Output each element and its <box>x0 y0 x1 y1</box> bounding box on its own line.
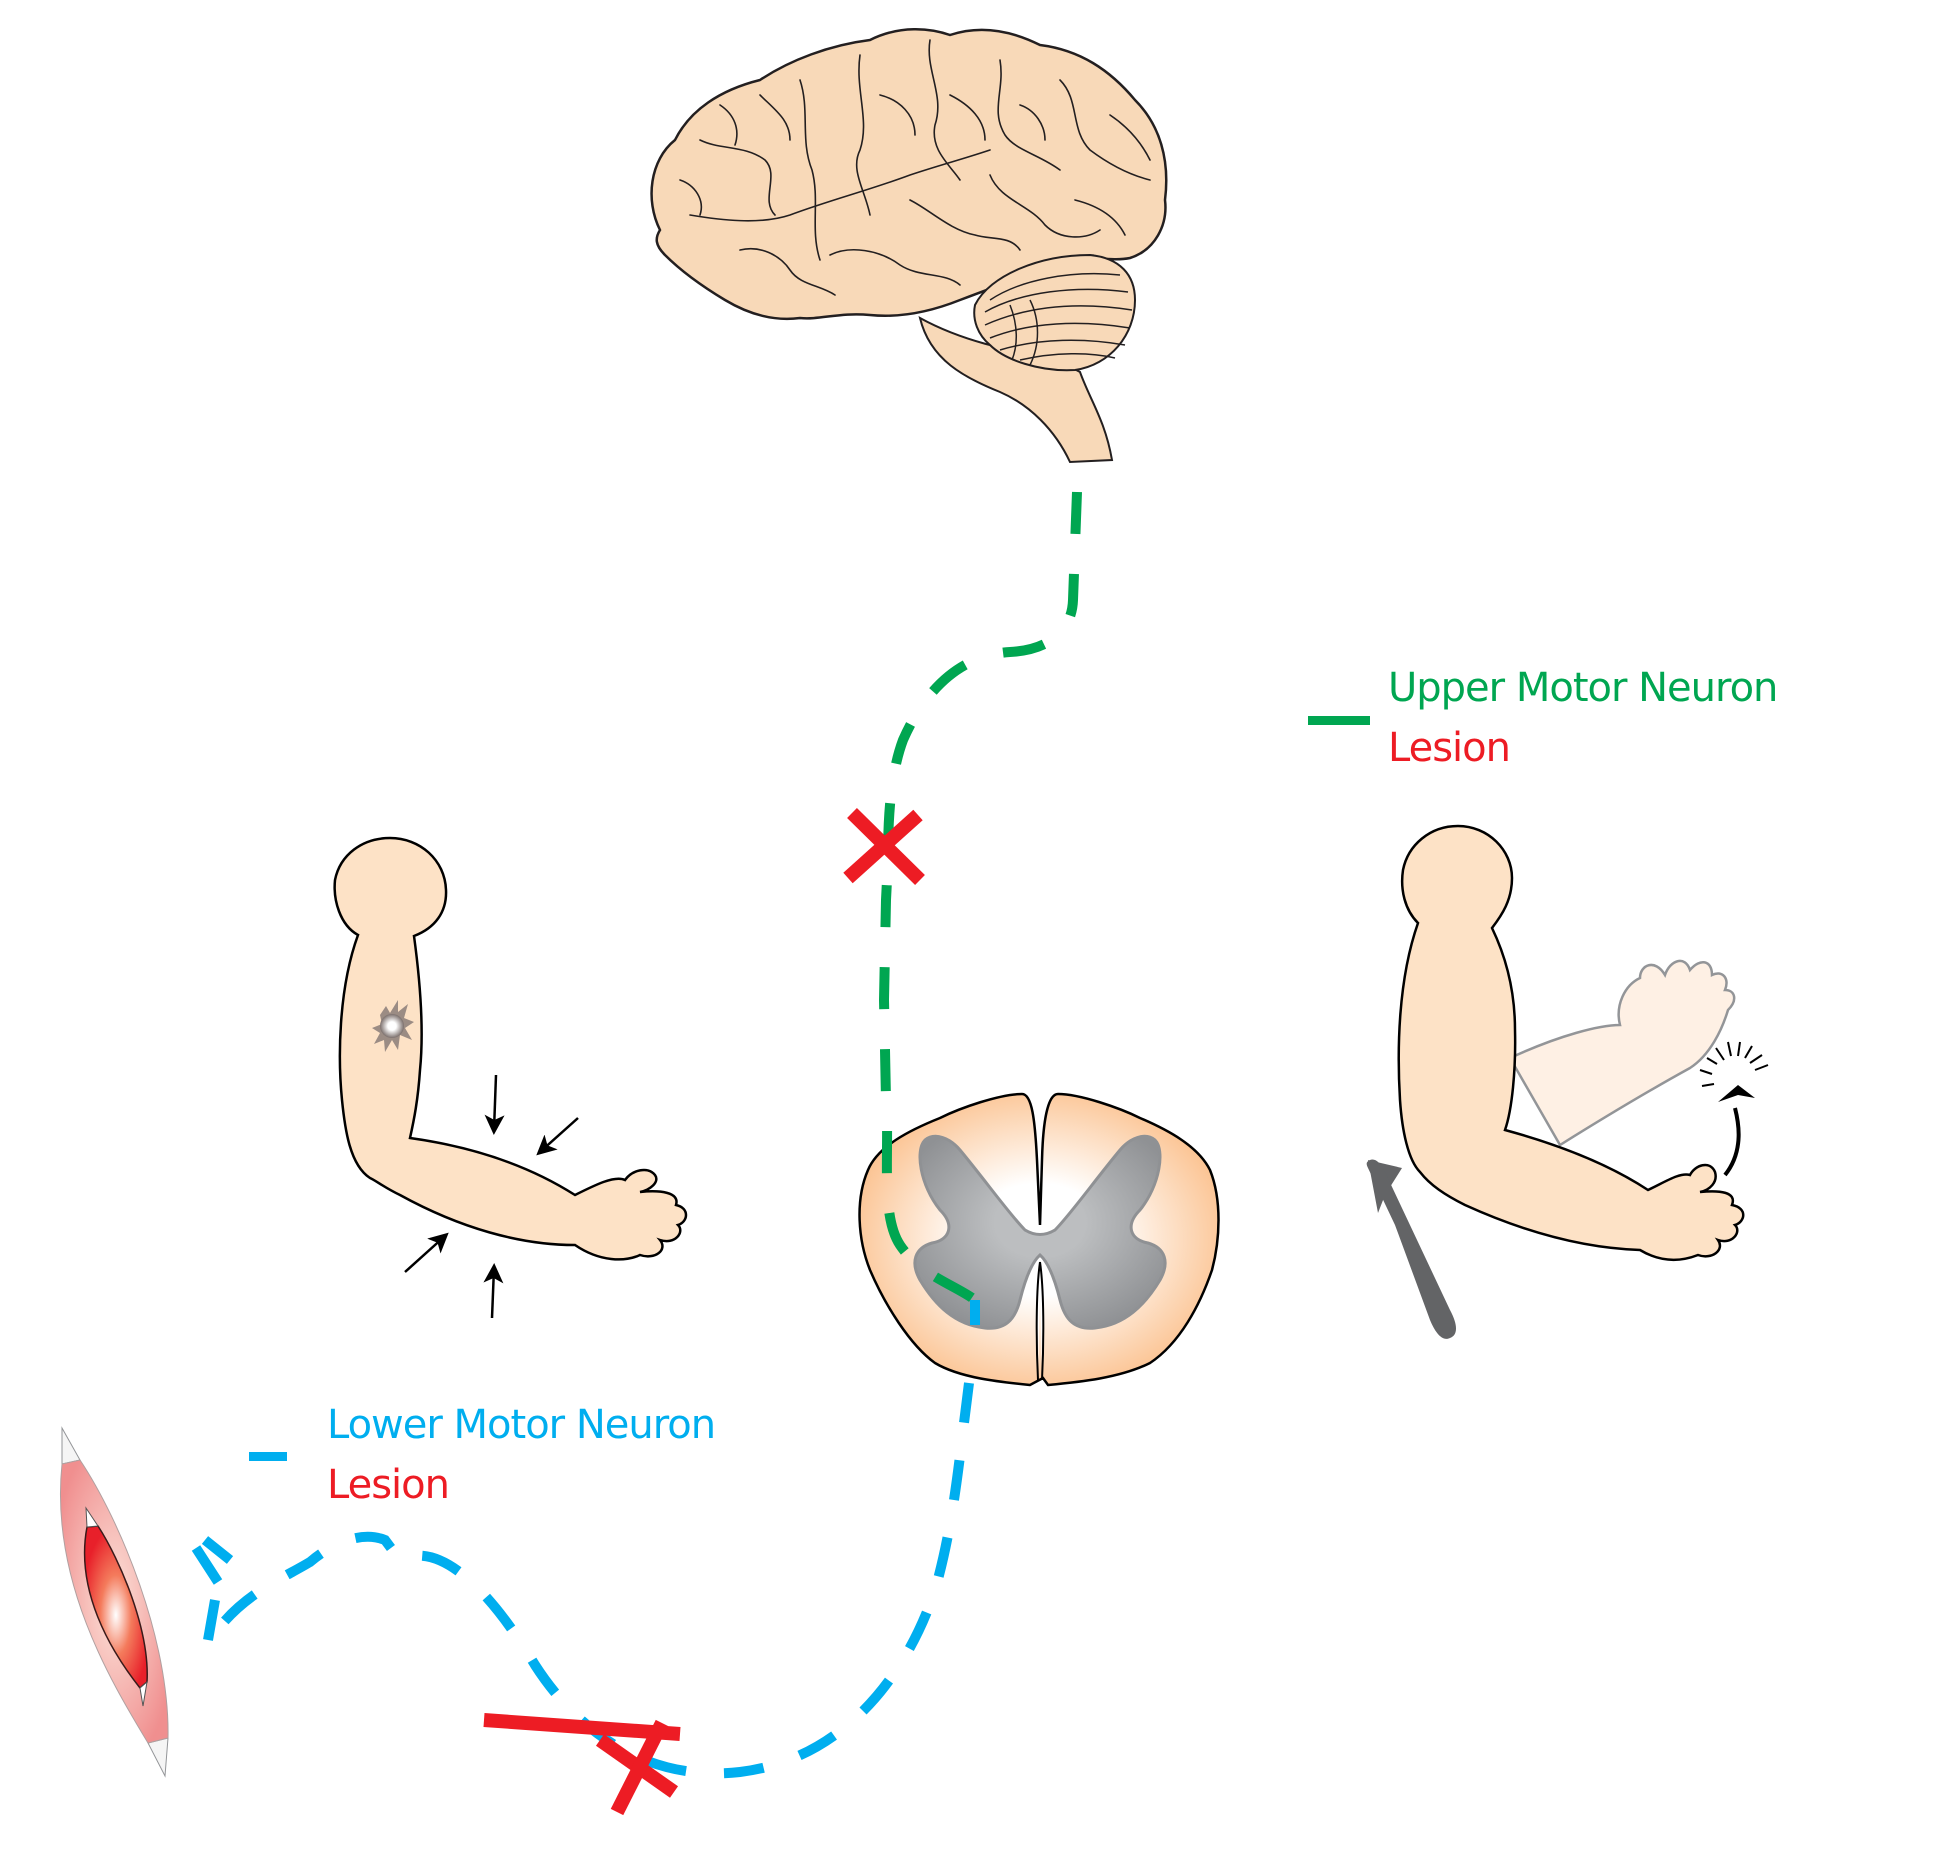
lmn-arm <box>333 836 688 1319</box>
muscle-tendon-bottom <box>147 1737 169 1778</box>
upper-motor-neuron-legend: Upper Motor Neuron Lesion <box>1308 658 1778 778</box>
muscle <box>60 1426 169 1778</box>
lower-lesion-x-icon <box>595 1719 679 1816</box>
upper-motor-neuron-swatch <box>1308 716 1370 725</box>
fasciculation-arrows-icon <box>404 1074 579 1319</box>
spinal-cord <box>858 1092 1220 1387</box>
lower-motor-neuron-pathway-ends <box>191 1545 223 1641</box>
umn-arm-ghost-forearm <box>1508 959 1736 1147</box>
reflex-spark-icon <box>1699 1041 1769 1087</box>
lower-motor-neuron-legend: Lower Motor Neuron Lesion <box>249 1395 716 1515</box>
atrophy-wound-icon <box>372 1000 414 1052</box>
upper-motor-neuron-label: Upper Motor Neuron <box>1388 665 1778 711</box>
spinal-grey-matter <box>913 1134 1167 1330</box>
upper-lesion-marker-icon <box>843 808 925 885</box>
reflex-hammer-icon <box>1366 1159 1456 1339</box>
umn-arm <box>1366 824 1769 1339</box>
upper-lesion-label: Lesion <box>1388 725 1511 771</box>
cerebrum <box>650 28 1168 321</box>
muscle-tendon-top <box>61 1426 81 1465</box>
anterior-fissure <box>1035 1261 1045 1381</box>
lower-motor-neuron-pathway <box>201 1300 980 1779</box>
lmn-arm-body <box>333 836 688 1261</box>
lower-motor-neuron-swatch <box>249 1452 287 1461</box>
upper-motor-neuron-pathway <box>878 491 1082 1318</box>
lower-lesion-label: Lesion <box>327 1462 450 1508</box>
lower-lesion-marker-icon <box>483 1713 681 1741</box>
cerebellum-folia <box>984 272 1133 366</box>
reflex-arrow-icon <box>1718 1085 1755 1177</box>
brain <box>650 28 1168 464</box>
brain-sulci <box>679 39 1151 296</box>
umn-arm-body <box>1397 824 1745 1261</box>
lower-motor-neuron-label: Lower Motor Neuron <box>327 1402 716 1448</box>
